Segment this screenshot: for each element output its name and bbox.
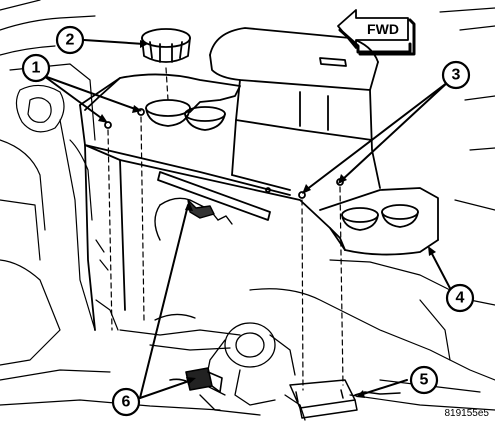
vehicle-background [0,0,495,411]
callout-1-number: 1 [32,60,41,77]
wiring-harness [154,197,233,241]
callout-3-number: 3 [452,67,461,84]
fwd-label: FWD [367,21,399,37]
callout-6-number: 6 [122,394,131,411]
callout-5-number: 5 [420,372,429,389]
leader-arrowheads [98,40,436,398]
callout-6: 6 [111,387,141,417]
fwd-arrow: FWD [337,9,416,56]
armrest-bin [209,27,381,191]
console-housing [79,73,439,331]
callout-4: 4 [445,283,475,313]
leader-lines [43,39,453,399]
callout-3: 3 [441,60,471,90]
callout-4-number: 4 [456,290,465,307]
shifter-mechanism [154,313,306,421]
floor-bracket [289,379,401,419]
electrical-connector-lower [169,367,223,393]
callout-2: 2 [55,25,85,55]
figure-id: 819155e5 [444,408,490,419]
callout-2-number: 2 [66,32,75,49]
callout-5: 5 [409,365,439,395]
installation-guide-lines [107,67,344,391]
shift-knob-cap [141,28,191,63]
callout-1: 1 [21,53,51,83]
